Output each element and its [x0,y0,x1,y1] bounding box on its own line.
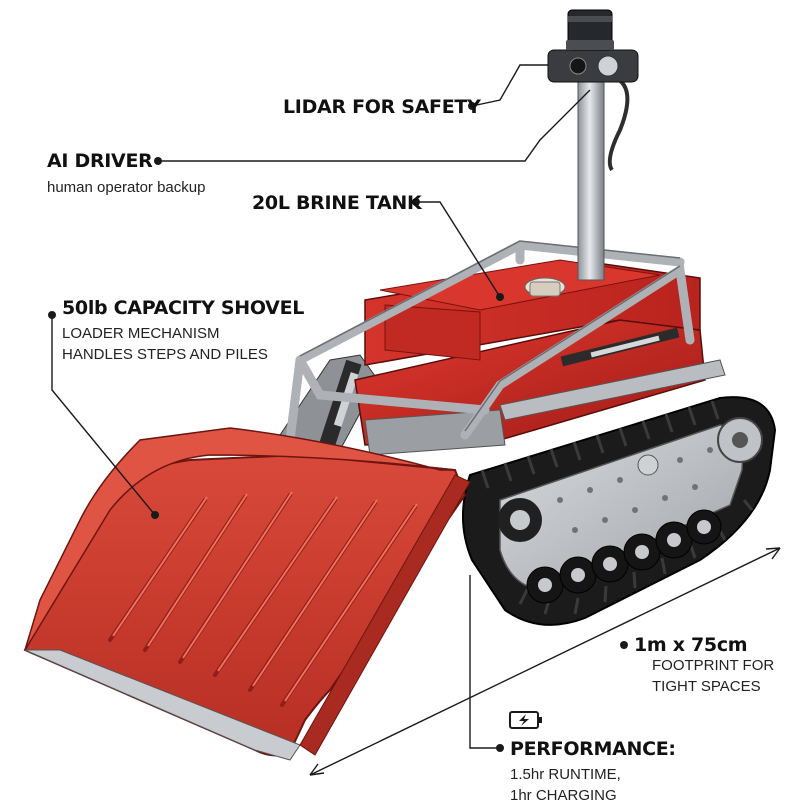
footprint-title: 1m x 75cm [634,634,748,656]
lidar-title: LIDAR FOR SAFETY [283,96,481,118]
leader-brine [416,201,501,298]
dot-footprint [620,641,628,649]
brine-title: 20L BRINE TANK [252,192,422,214]
dimension-line [309,547,781,776]
dot-shovel-end [151,511,159,519]
lidar-mast [547,9,639,281]
battery-charging-icon [509,711,542,729]
leader-performance [469,575,500,749]
performance-title: PERFORMANCE: [510,738,676,760]
leader-ai-driver [158,89,591,162]
leader-lines [51,64,781,776]
leader-lidar [471,64,548,107]
ai-driver-title: AI DRIVER [47,150,153,172]
performance-line1: 1.5hr RUNTIME, [510,766,621,783]
dot-brine-end [496,293,504,301]
dot-brine [412,198,420,206]
shovel-title: 50lb CAPACITY SHOVEL [62,297,305,319]
performance-line2: 1hr CHARGING [510,787,617,804]
shovel-line1: LOADER MECHANISM [62,325,220,342]
shovel-line2: HANDLES STEPS AND PILES [62,346,268,363]
dot-shovel [48,311,56,319]
footprint-line1: FOOTPRINT FOR [652,657,775,674]
roll-cage [285,240,695,445]
track-assembly [462,396,777,626]
dot-ai [154,157,162,165]
shovel [23,427,471,761]
ai-driver-subtitle: human operator backup [47,179,206,196]
footprint-line2: TIGHT SPACES [652,678,761,695]
leader-shovel [51,315,156,516]
dot-performance [496,744,504,752]
dot-lidar [468,102,476,110]
